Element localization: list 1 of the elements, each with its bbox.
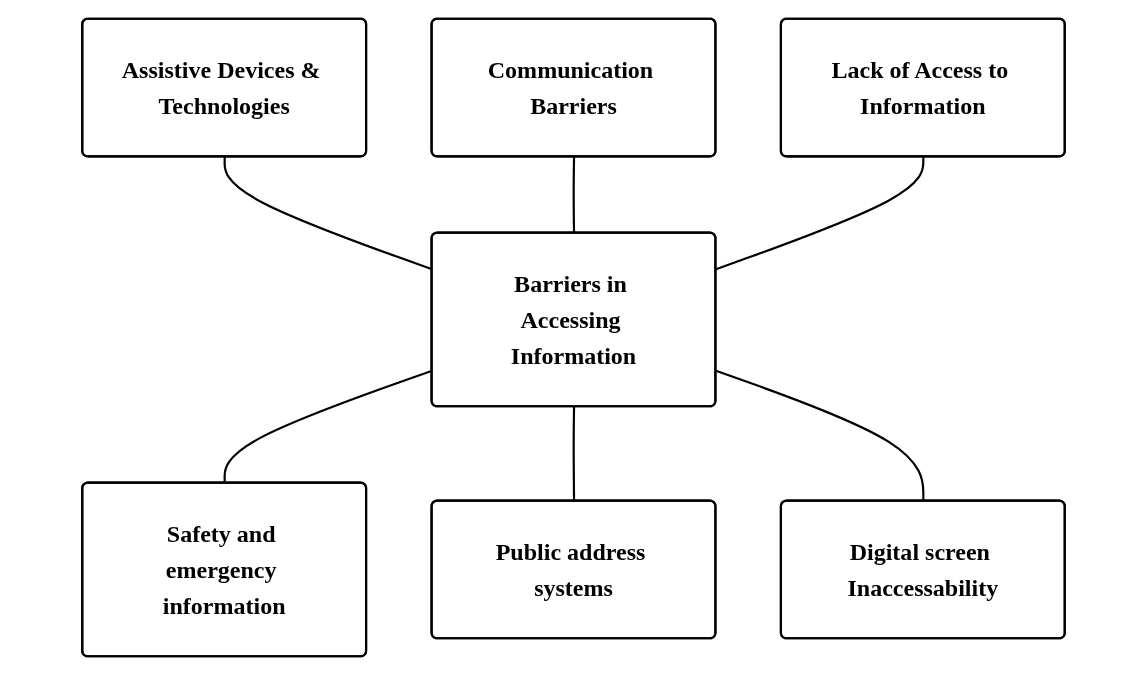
- connector: [715, 156, 925, 271]
